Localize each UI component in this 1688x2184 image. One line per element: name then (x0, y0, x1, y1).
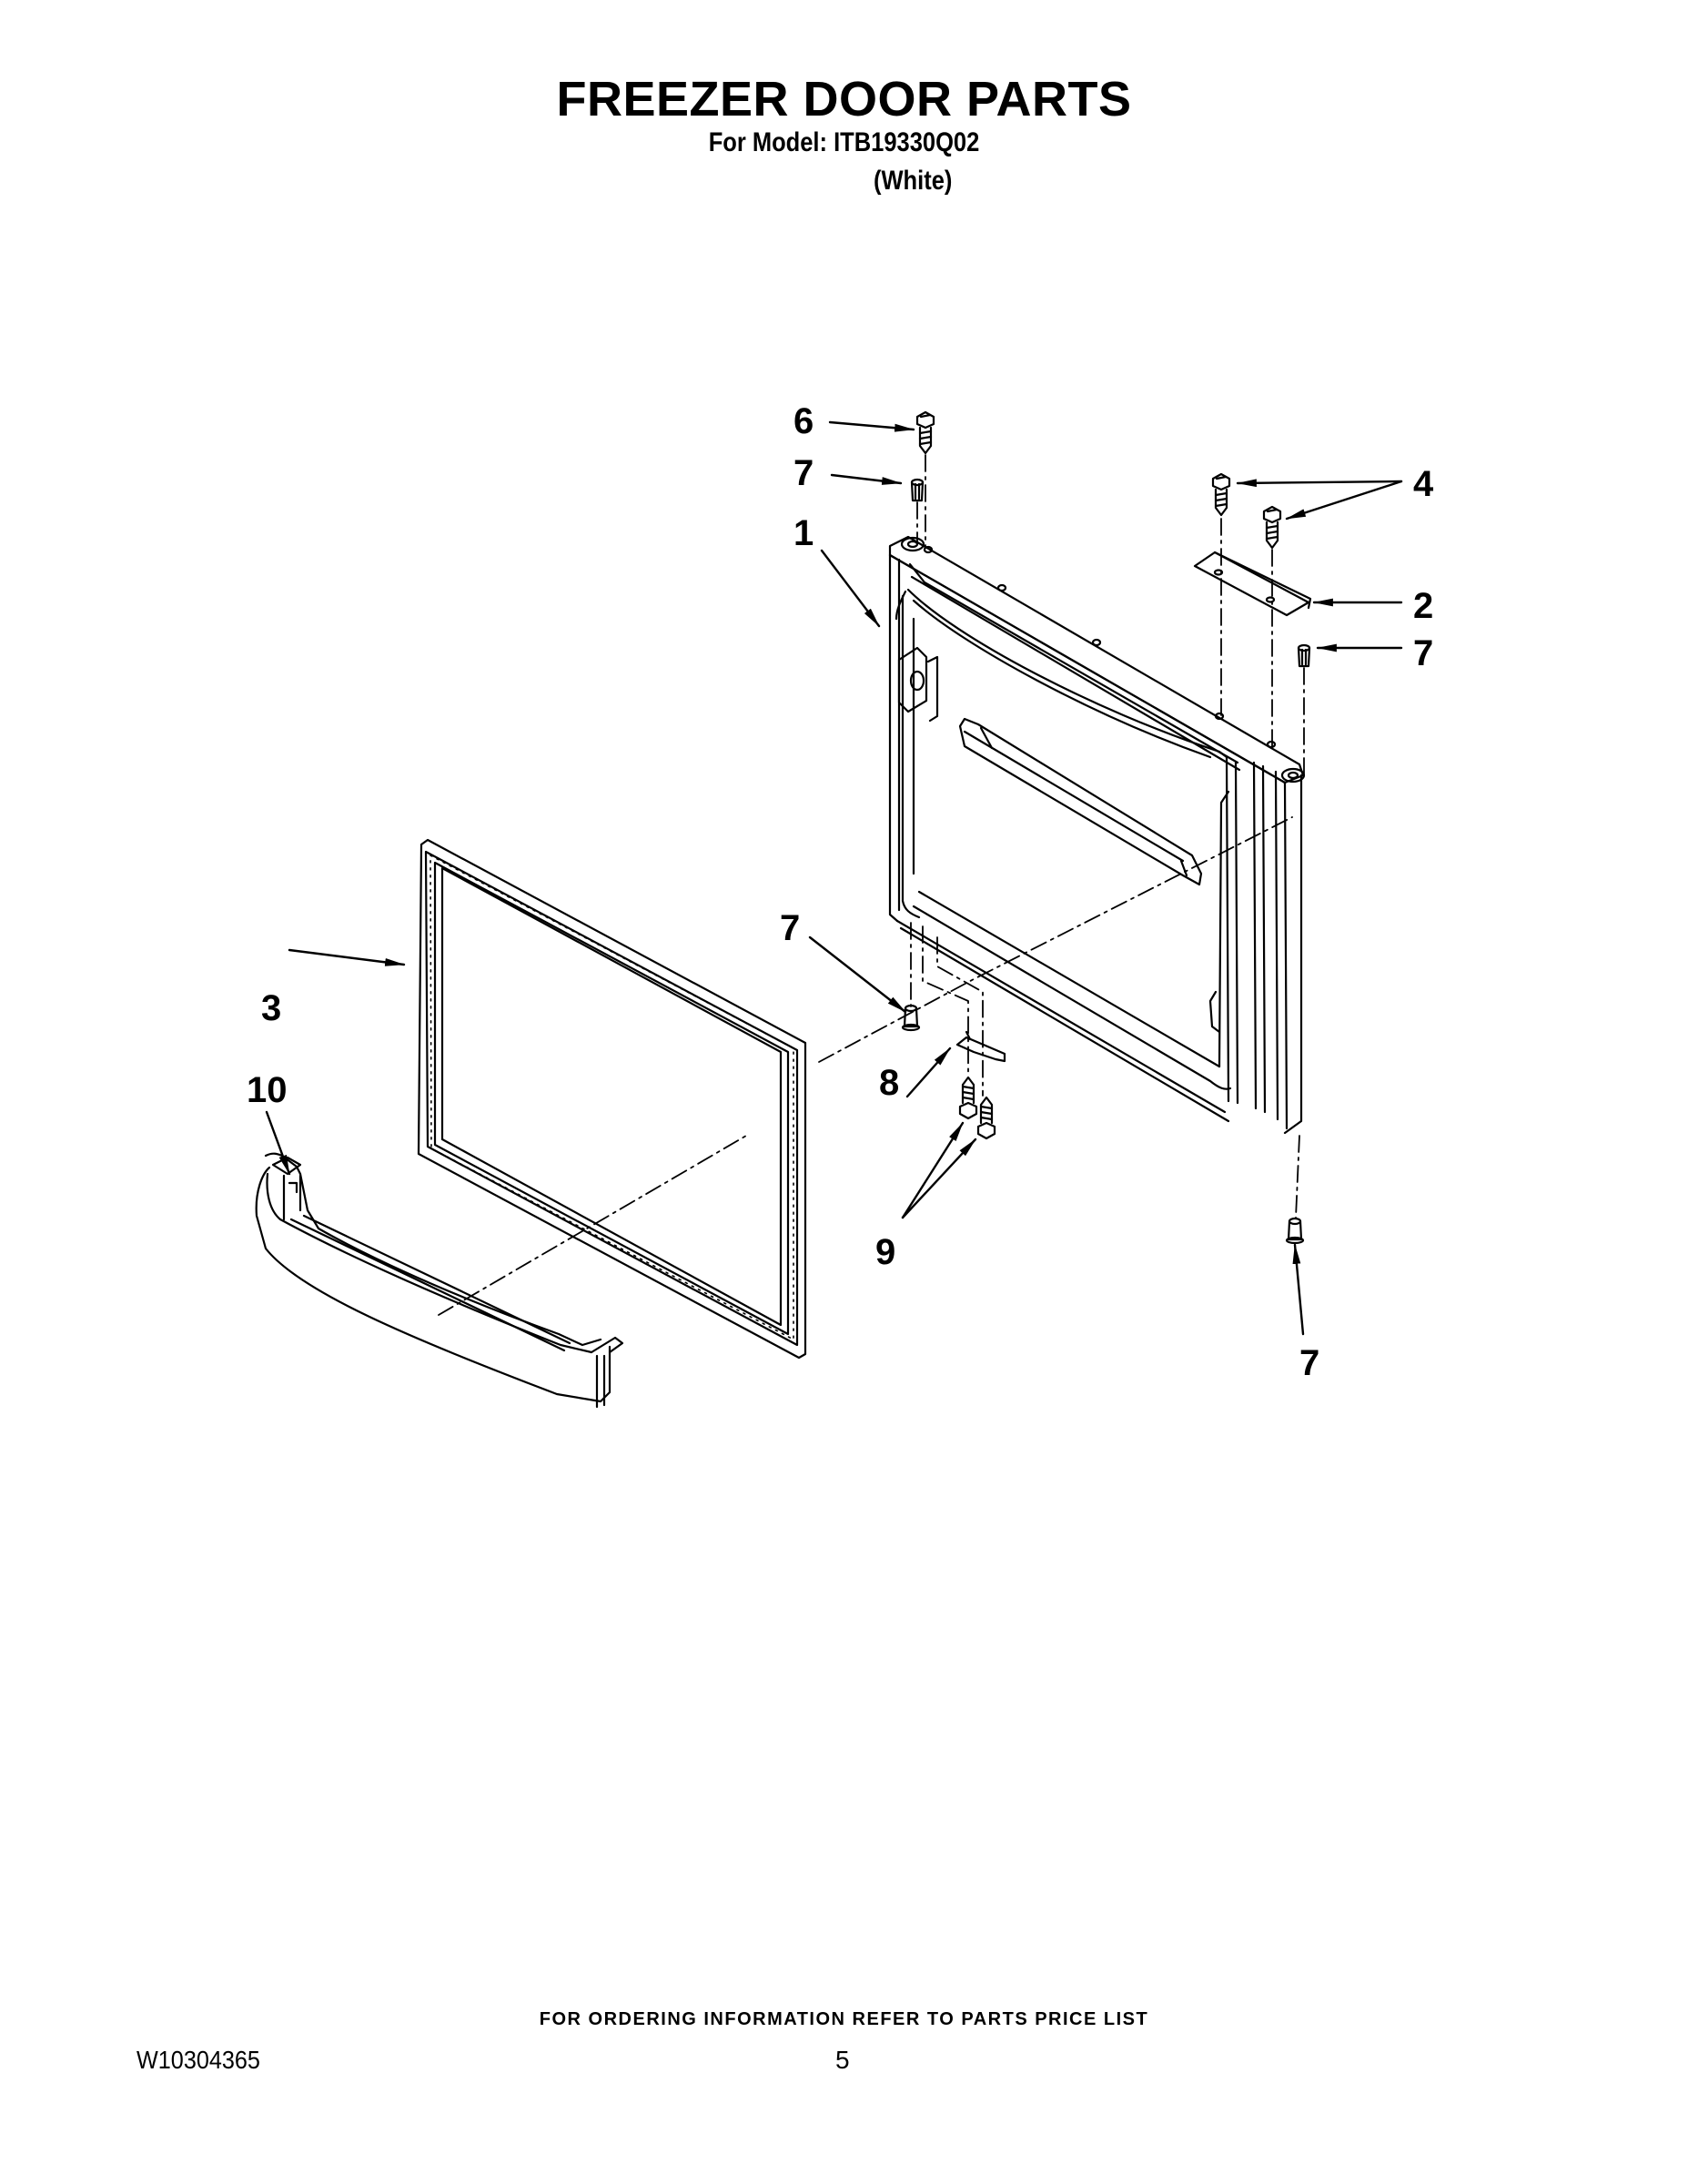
callout-2: 2 (1413, 586, 1434, 626)
callout-4: 4 (1413, 464, 1434, 504)
callout-8: 8 (879, 1063, 900, 1103)
callout-10: 10 (247, 1070, 288, 1110)
ordering-note: FOR ORDERING INFORMATION REFER TO PARTS … (539, 2009, 1149, 2029)
callout-7-top-left: 7 (793, 453, 814, 493)
bushing-bottom-right (1285, 1217, 1305, 1245)
callout-7-top-right: 7 (1413, 633, 1434, 673)
page-title: FREEZER DOOR PARTS (556, 72, 1132, 126)
assembly-centerlines (438, 454, 1305, 1316)
screw-4a (1211, 472, 1231, 517)
hinge-cover-plate (1193, 551, 1312, 617)
bushing-top-right (1297, 643, 1311, 668)
door-gasket (417, 838, 807, 1360)
bushing-top-left (910, 478, 925, 502)
callout-7-bottom-right: 7 (1299, 1343, 1320, 1383)
lower-bracket (955, 1030, 1006, 1063)
screw-9b (976, 1096, 996, 1140)
callout-6: 6 (793, 401, 814, 441)
callout-9: 9 (875, 1232, 896, 1272)
callout-3: 3 (261, 988, 282, 1028)
bushing-middle (901, 1004, 921, 1032)
freezer-door (888, 535, 1306, 1135)
door-bin (255, 1152, 624, 1409)
callout-1: 1 (793, 513, 814, 553)
screw-9a (958, 1076, 978, 1120)
callout-leaders (265, 420, 1403, 1336)
callout-7-middle: 7 (780, 908, 801, 948)
screw-6 (915, 410, 935, 455)
screw-4b (1262, 505, 1282, 550)
model-color: (White) (874, 166, 953, 196)
model-line: For Model: ITB19330Q02 (708, 127, 980, 157)
document-number: W10304365 (136, 2046, 260, 2074)
page-number: 5 (835, 2046, 850, 2074)
